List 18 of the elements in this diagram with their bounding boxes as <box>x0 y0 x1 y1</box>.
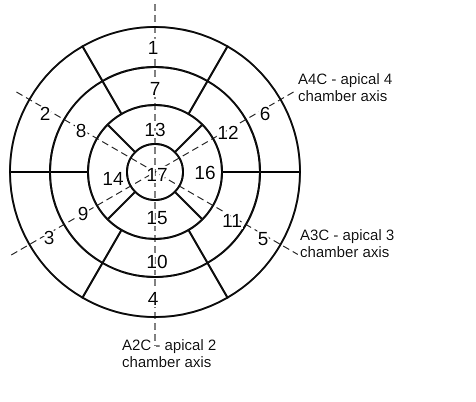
axis-label: A3C - apical 3 chamber axis <box>300 227 396 261</box>
segment-number: 15 <box>146 208 168 229</box>
segment-number: 2 <box>40 104 50 125</box>
segment-number: 5 <box>258 229 268 250</box>
axis-label: A2C - apical 2 chamber axis <box>122 337 218 371</box>
segment-number: 4 <box>148 289 158 310</box>
segment-number: 6 <box>260 104 270 125</box>
axis-label: A4C - apical 4 chamber axis <box>298 71 394 105</box>
segment-number: 3 <box>44 228 54 249</box>
segment-number: 16 <box>194 163 216 184</box>
segment-number: 8 <box>76 121 86 142</box>
segment-number: 1 <box>148 38 158 59</box>
segment-number: 10 <box>146 252 168 273</box>
segment-number: 12 <box>217 123 239 144</box>
segment-number: 13 <box>144 120 166 141</box>
segment-number: 11 <box>222 211 242 232</box>
segment-number: 7 <box>150 79 160 100</box>
segment-number: 14 <box>102 169 124 190</box>
